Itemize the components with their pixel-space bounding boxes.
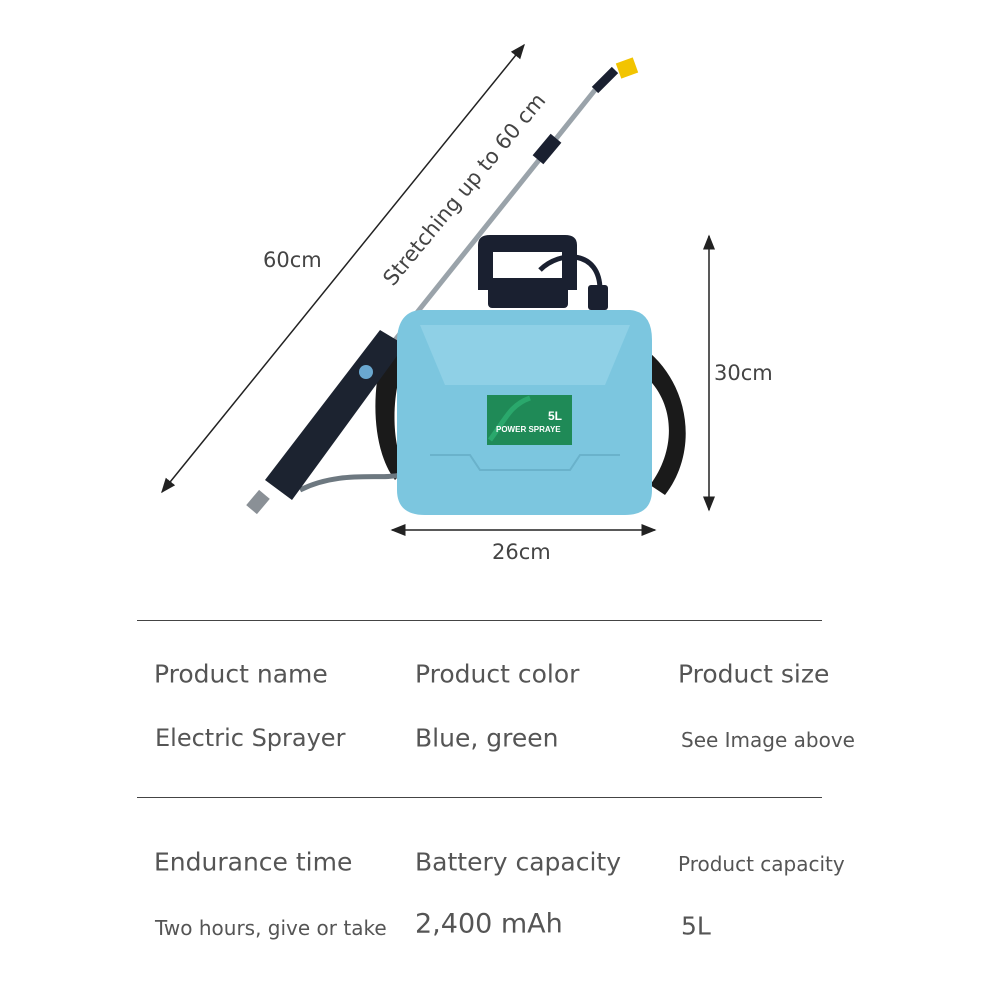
spec-header: Battery capacity bbox=[415, 847, 622, 877]
spec-value: Two hours, give or take bbox=[155, 916, 387, 940]
height-label: 30cm bbox=[714, 361, 773, 385]
spec-header: Product size bbox=[678, 659, 830, 689]
spec-header: Product name bbox=[154, 659, 328, 689]
length-label: 60cm bbox=[263, 248, 322, 272]
tank-cap bbox=[488, 278, 568, 308]
spec-value: Electric Sprayer bbox=[155, 724, 346, 752]
spec-value: See Image above bbox=[681, 728, 855, 752]
nozzle bbox=[615, 57, 639, 79]
spec-value: 5L bbox=[681, 911, 711, 941]
spec-header: Product capacity bbox=[678, 852, 845, 876]
spec-header: Product color bbox=[415, 659, 580, 689]
divider bbox=[137, 620, 822, 621]
divider bbox=[137, 797, 822, 798]
spec-value: 2,400 mAh bbox=[415, 908, 563, 940]
label-capacity: 5L bbox=[548, 409, 562, 423]
label-name: POWER SPRAYE bbox=[496, 425, 561, 434]
spec-header: Endurance time bbox=[154, 847, 353, 877]
length-arrow bbox=[161, 43, 525, 494]
sprayer-illustration: 5L POWER SPRAYE Stretching up to 60 cm bbox=[161, 43, 715, 536]
spec-value: Blue, green bbox=[415, 723, 559, 753]
width-label: 26cm bbox=[492, 540, 551, 564]
handle-top bbox=[478, 235, 577, 290]
lance bbox=[393, 88, 597, 342]
